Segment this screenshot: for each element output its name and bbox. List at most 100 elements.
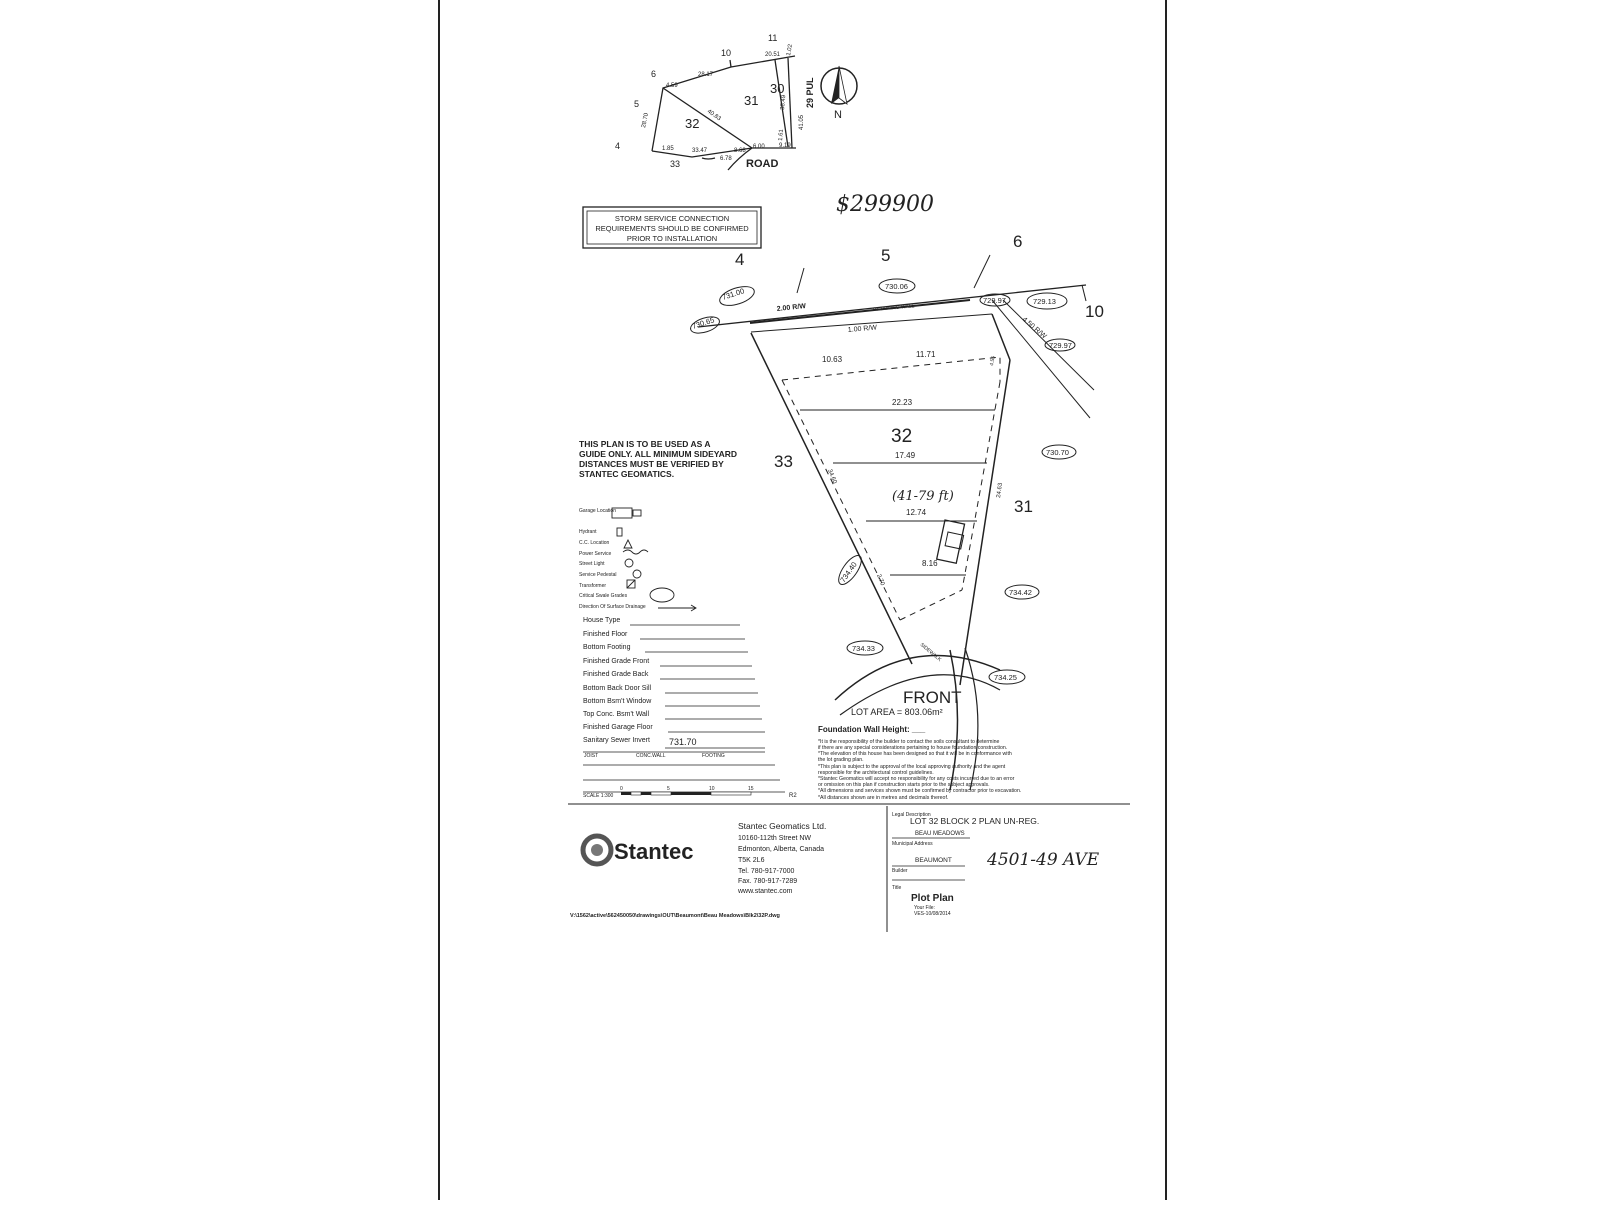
scale-tick: 15: [748, 786, 754, 792]
field-label: Bottom Bsm't Window: [583, 698, 652, 705]
cc-location-icon: [623, 538, 633, 549]
elevation: 729.13: [1033, 297, 1056, 306]
dim: 8.16: [922, 559, 938, 568]
key-lot-33: 33: [670, 159, 680, 169]
note-line: *This plan is subject to the approval of…: [818, 764, 1006, 770]
lot-31: 31: [1014, 497, 1033, 516]
stantec-wordmark: Stantec: [614, 839, 693, 864]
storm-line: REQUIREMENTS SHOULD BE CONFIRMED: [595, 224, 749, 233]
company-info: Stantec Geomatics Ltd. 10160-112th Stree…: [737, 821, 826, 895]
legend-symbols: [611, 507, 697, 612]
legend-item: Transformer: [579, 583, 606, 589]
plot-plan-drawing: 10 11 6 5 4 33 32 31 30 29 PUL ROAD 4.59…: [568, 33, 1130, 932]
transformer-icon: [626, 579, 636, 589]
legend-item: Critical Swale Grades: [579, 593, 628, 599]
municipality: BEAUMONT: [915, 857, 952, 864]
field-label: Finished Grade Back: [583, 671, 649, 678]
legend-item: Street Light: [579, 561, 605, 567]
key-lot-5: 5: [634, 99, 639, 109]
legal-description: LOT 32 BLOCK 2 PLAN UN-REG.: [910, 816, 1039, 826]
conc-wall-label: CONC.WALL: [636, 753, 666, 759]
site-elevations: 731.00 730.65 730.06 729.97 729.13 729.9…: [690, 278, 1077, 685]
note-line: the lot grading plan.: [818, 757, 864, 763]
key-lot-4: 4: [615, 141, 620, 151]
guide-line: STANTEC GEOMATICS.: [579, 469, 674, 479]
lot-4: 4: [735, 250, 744, 269]
elevation: 730.65: [691, 315, 716, 331]
drawing-file-path: V:\1562\active\562450050\drawings\OUT\Be…: [570, 913, 780, 919]
key-lot-29-pul: 29 PUL: [805, 77, 815, 108]
key-road-label: ROAD: [746, 158, 778, 170]
elevation: 734.33: [852, 644, 875, 653]
key-dim: 40.83: [706, 109, 722, 123]
company-address: T5K 2L6: [738, 857, 765, 864]
key-dim: 1.61: [778, 128, 785, 141]
form-fields: House Type Finished Floor Bottom Footing…: [583, 617, 697, 747]
key-dim: 41.05: [799, 114, 805, 130]
storm-notice-box: STORM SERVICE CONNECTION REQUIREMENTS SH…: [582, 206, 762, 249]
note-line: or omission on this plan if construction…: [818, 782, 990, 788]
scale-label: SCALE 1:300: [583, 793, 614, 799]
elevation: 734.25: [994, 673, 1017, 682]
dim: 24.63: [996, 482, 1004, 498]
elevation: 730.06: [885, 282, 908, 291]
transformer-icon: [626, 579, 636, 589]
scale-tick: 0: [620, 786, 623, 792]
company-address: Edmonton, Alberta, Canada: [738, 846, 824, 853]
handwritten-price: $299900: [836, 192, 934, 217]
key-dim: 4.59: [666, 83, 678, 89]
garage-icon: [632, 509, 642, 517]
lot-6: 6: [1013, 232, 1022, 251]
key-map-labels: 10 11 6 5 4 33 32 31 30 29 PUL ROAD: [615, 33, 815, 170]
elevation: 731.00: [721, 286, 746, 302]
storm-line: STORM SERVICE CONNECTION: [615, 214, 729, 223]
legend-item: Power Service: [579, 551, 611, 557]
joist-row: JOIST CONC.WALL FOOTING: [584, 753, 725, 759]
row-1m: 1.00 R/W: [848, 324, 878, 334]
field-label: Bottom Footing: [583, 644, 631, 651]
title-label: Title: [892, 885, 901, 891]
service-pedestal-icon: [632, 569, 642, 579]
north-arrow-icon: N: [820, 65, 858, 121]
joist-label: JOIST: [584, 753, 598, 759]
site-row-labels: 2.00 R/W 1.00 R/W 4.50 R/W RETAINING WAL…: [776, 303, 1047, 341]
legend-item: Garage Location: [579, 508, 616, 514]
key-dim: 1.02: [786, 43, 794, 56]
elevation: 734.42: [1009, 588, 1032, 597]
legend: Garage Location Hydrant C.C. Location Po…: [579, 508, 646, 610]
notes: *It is the responsibility of the builder…: [818, 739, 1021, 801]
key-lot-6: 6: [651, 69, 656, 79]
row-2m: 2.00 R/W: [776, 303, 806, 313]
municipal-label: Municipal Address: [892, 841, 933, 847]
file-label: Your File:: [914, 905, 935, 911]
dim: 4.55: [989, 356, 997, 367]
stantec-logo: Stantec: [580, 833, 693, 867]
key-dim: 1.85: [662, 146, 674, 152]
plot-plan-sheet: 10 11 6 5 4 33 32 31 30 29 PUL ROAD 4.59…: [438, 0, 1167, 1200]
legal-label: Legal Description: [892, 812, 931, 818]
company-fax: Fax. 780-917-7289: [738, 878, 797, 885]
guide-line: THIS PLAN IS TO BE USED AS A: [579, 439, 710, 449]
field-label: Sanitary Sewer Invert: [583, 737, 650, 744]
field-label: Finished Garage Floor: [583, 724, 653, 731]
dim: 22.23: [892, 398, 913, 407]
key-dim: 28.70: [641, 112, 650, 129]
sidewalk-label: SIDEWALK: [919, 642, 943, 664]
storm-line: PRIOR TO INSTALLATION: [627, 234, 717, 243]
guide-note: THIS PLAN IS TO BE USED AS A GUIDE ONLY.…: [579, 439, 737, 479]
field-label: House Type: [583, 617, 620, 624]
key-dim: 28.17: [698, 72, 714, 78]
note-line: *All dimensions and services shown must …: [818, 788, 1021, 794]
note-line: *The elevation of this house has been de…: [818, 751, 1012, 757]
dim: 12.74: [906, 508, 927, 517]
site-plan: [697, 254, 1095, 791]
legend-item: C.C. Location: [579, 540, 610, 546]
note-line: responsible for the architectural contro…: [818, 770, 934, 776]
key-dim: 33.47: [692, 148, 708, 154]
elevation: 729.97: [983, 296, 1006, 305]
sanitary-sewer-value: 731.70: [669, 737, 697, 747]
hydrant-icon: [616, 527, 623, 537]
lot-5: 5: [881, 246, 890, 265]
handwritten-address: 4501-49 AVE: [986, 850, 1100, 870]
key-map: [651, 55, 796, 171]
